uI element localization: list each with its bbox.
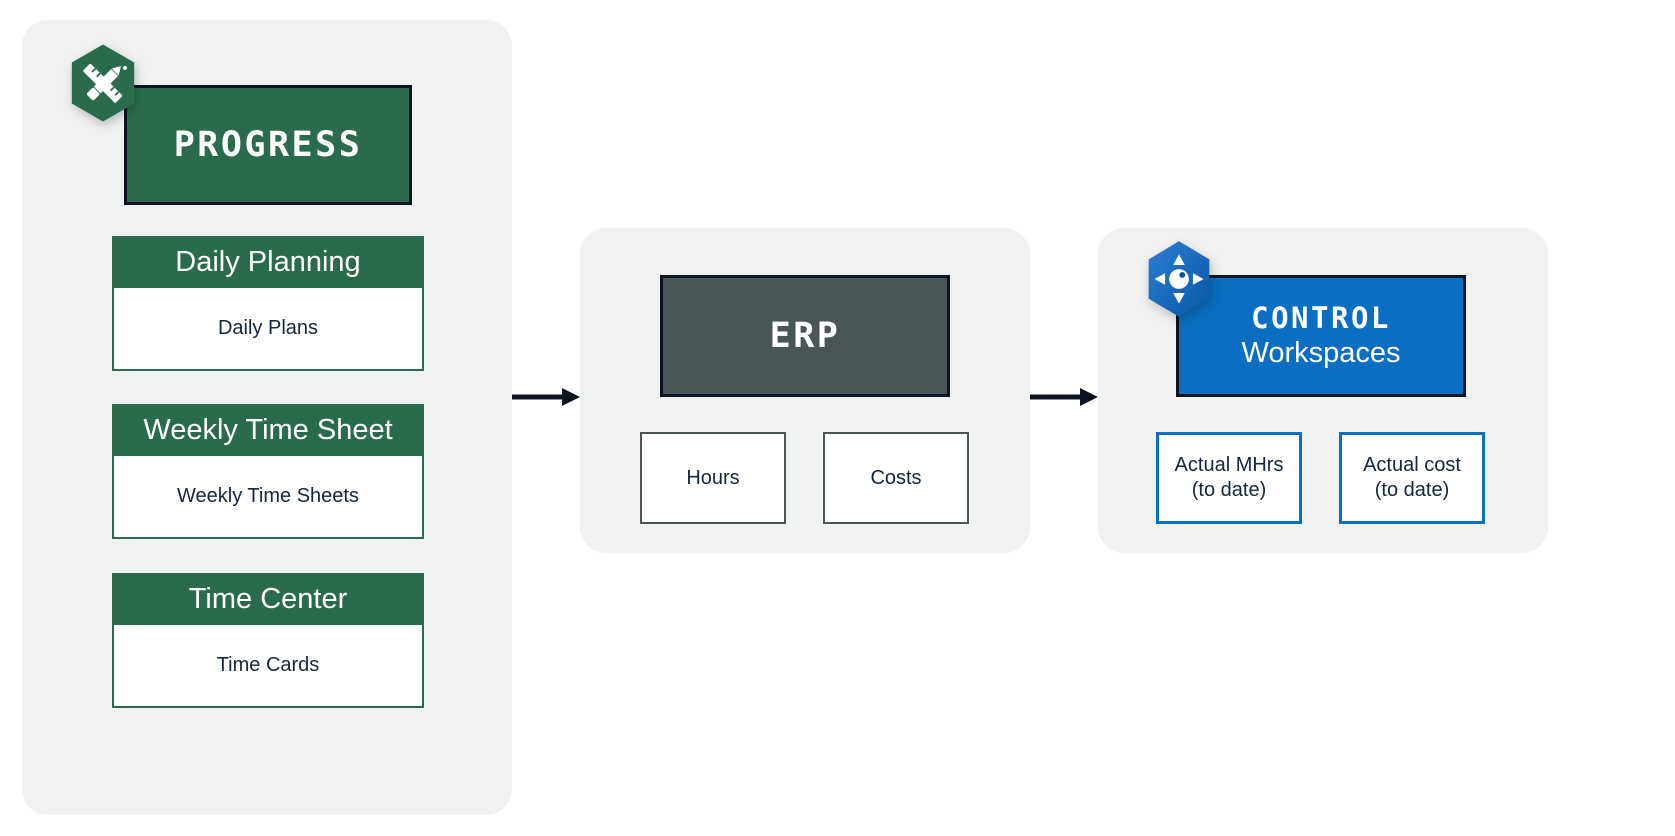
ruler-pencil-hex-icon (71, 44, 135, 122)
control-brand-box: CONTROL Workspaces (1176, 275, 1466, 397)
erp-wordmark: ERP (769, 315, 841, 356)
card-daily-planning-item: Daily Plans (112, 288, 424, 371)
card-weekly-time-sheet-title: Weekly Time Sheet (112, 404, 424, 456)
metric-actual-cost-label: Actual cost (to date) (1363, 453, 1461, 503)
metric-costs-label: Costs (870, 466, 922, 489)
metric-actual-cost-line1: Actual cost (1363, 454, 1461, 476)
metric-actual-mhrs-line2: (to date) (1191, 479, 1267, 501)
card-time-center-item: Time Cards (112, 625, 424, 708)
metric-actual-mhrs-label: Actual MHrs (to date) (1175, 453, 1284, 503)
card-time-center[interactable]: Time Center Time Cards (112, 573, 424, 708)
progress-wordmark: PROGRESS (173, 124, 363, 165)
arrow-erp-to-control-icon (1030, 388, 1098, 406)
card-weekly-time-sheet[interactable]: Weekly Time Sheet Weekly Time Sheets (112, 404, 424, 539)
card-time-center-title: Time Center (112, 573, 424, 625)
metric-actual-mhrs-line1: Actual MHrs (1174, 454, 1284, 476)
arrow-progress-to-erp-icon (512, 388, 580, 406)
metric-hours-label: Hours (686, 466, 740, 489)
progress-brand-box: PROGRESS (124, 85, 412, 205)
metric-costs[interactable]: Costs (823, 432, 969, 524)
card-weekly-time-sheet-item: Weekly Time Sheets (112, 456, 424, 539)
control-subtitle: Workspaces (1241, 336, 1401, 369)
erp-brand-box: ERP (660, 275, 950, 397)
control-wordmark: CONTROL (1251, 300, 1391, 335)
dpad-hex-icon (1148, 241, 1210, 317)
metric-hours[interactable]: Hours (640, 432, 786, 524)
card-daily-planning[interactable]: Daily Planning Daily Plans (112, 236, 424, 371)
metric-actual-mhrs[interactable]: Actual MHrs (to date) (1156, 432, 1302, 524)
metric-actual-cost-line2: (to date) (1374, 479, 1450, 501)
card-daily-planning-title: Daily Planning (112, 236, 424, 288)
metric-actual-cost[interactable]: Actual cost (to date) (1339, 432, 1485, 524)
